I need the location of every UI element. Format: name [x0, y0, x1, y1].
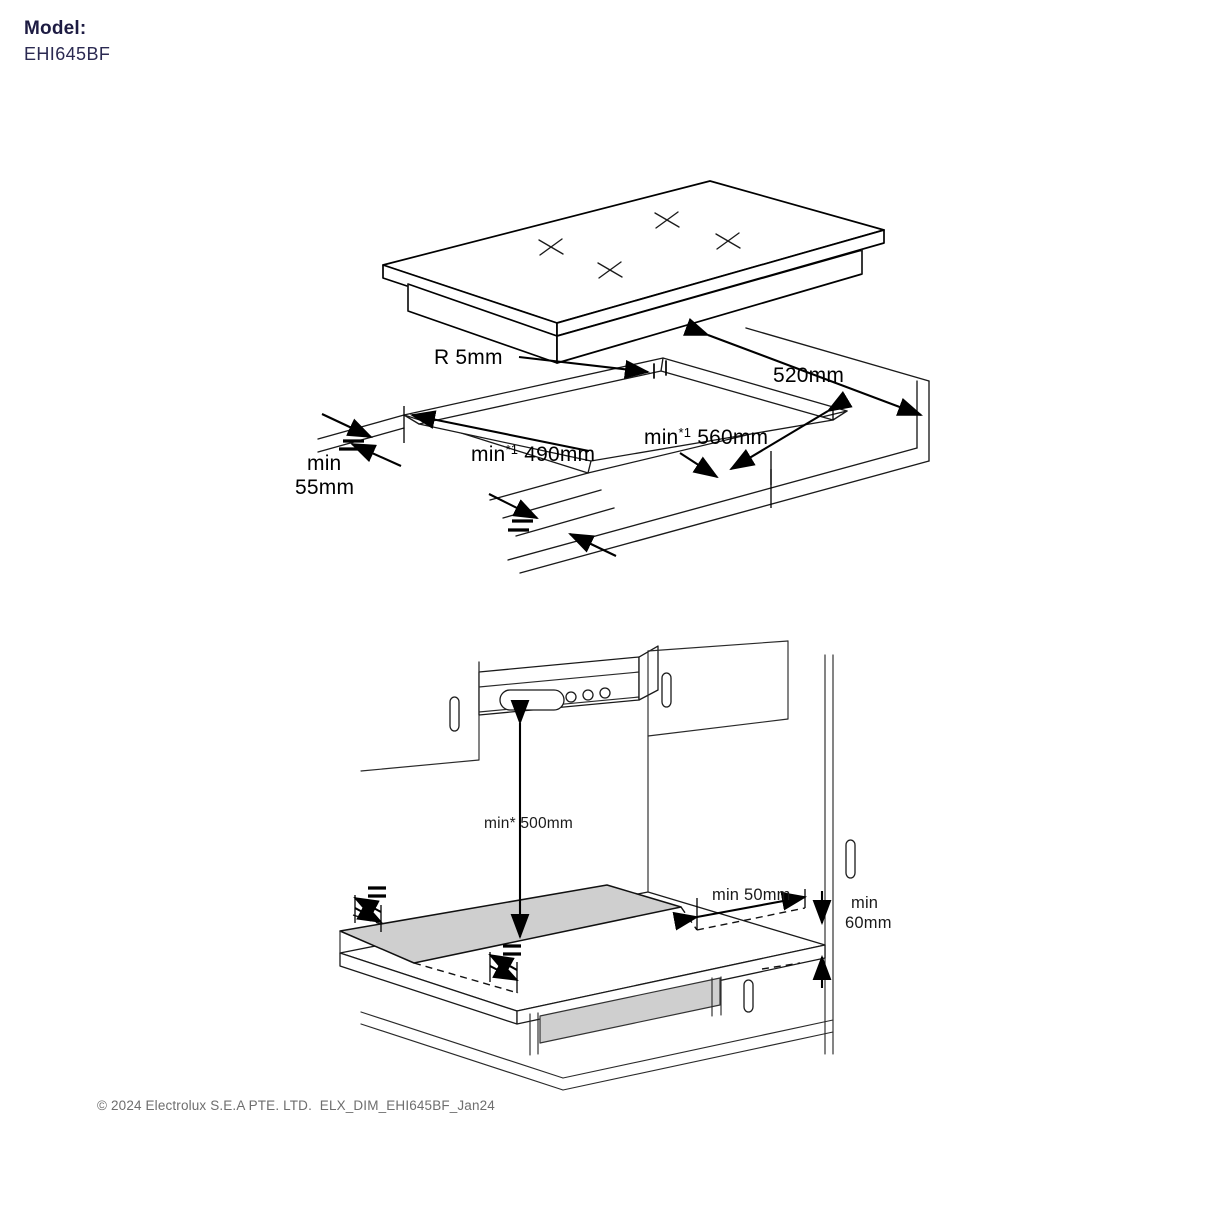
hood-button-icon-3: [599, 687, 611, 699]
copyright-footer: © 2024 Electrolux S.E.A PTE. LTD. ELX_DI…: [97, 1098, 495, 1113]
burner-marker-4: [715, 232, 741, 250]
hob-right-edge-band: [556, 229, 885, 337]
bottom-dimension-annotations: min* 500mm min 50mm min 60mm: [353, 699, 892, 993]
worktop-trim-line-a: [360, 1011, 564, 1079]
label-side-clearance: min 50mm: [712, 886, 791, 904]
worktop-trim-line-c: [562, 1019, 834, 1079]
worktop-fold-line-c: [515, 507, 615, 537]
worktop-fold-line-b: [502, 489, 602, 519]
cutout-wall-top: [660, 357, 664, 372]
right-cabinet-bottom-edge: [647, 718, 789, 737]
right-cabinet-top-edge: [647, 640, 789, 652]
model-header-block: Model: EHI645BF: [24, 16, 110, 66]
label-cutout-depth: min*1 490mm: [471, 442, 595, 467]
cooker-hood: [478, 645, 659, 716]
hood-front-top-line: [478, 671, 640, 688]
worktop-fold-line-a: [489, 472, 589, 501]
hood-button-icon-1: [565, 691, 577, 703]
cutout-dashed-line-under: [761, 962, 801, 970]
hood-button-icon-2: [582, 689, 594, 701]
side-clearance-dimension-line: [672, 891, 808, 931]
worktop-plane-edge-lower2: [519, 460, 930, 574]
label-min-below-line1: min: [307, 452, 341, 475]
burner-marker-3: [654, 211, 680, 229]
equality-tick-marks-left: [339, 439, 364, 451]
cutout-depth-dimension-line: [409, 410, 590, 453]
hood-control-slot-icon: [499, 689, 565, 711]
cutout-width-dimension-line: [729, 391, 853, 471]
cutout-dashed-line-left: [413, 962, 519, 994]
min-below-arrow-lower: [350, 443, 402, 467]
left-cabinet-handle-icon: [449, 696, 460, 732]
tall-cabinet-handle-icon: [845, 839, 856, 879]
equality-tick-marks-hob-mid: [503, 944, 521, 956]
label-cutout-width: min*1 560mm: [644, 425, 768, 450]
burner-marker-1: [538, 238, 564, 256]
label-below-clearance-line2: 60mm: [845, 914, 892, 932]
worktop-trim-line-b: [360, 1023, 564, 1091]
hob-left-clearance-arrow2: [354, 902, 383, 923]
label-hood-clearance: min* 500mm: [484, 815, 573, 832]
depth-dimension-line: [683, 318, 923, 416]
min-below-arrow-lower3: [568, 533, 617, 557]
cutout-wall-bottom: [587, 460, 592, 474]
left-upper-cabinet: [360, 661, 480, 772]
label-below-clearance-line1: min: [851, 894, 878, 912]
left-cabinet-bottom-edge: [360, 759, 480, 772]
label-radius: R 5mm: [434, 346, 503, 369]
under-worktop-shadow-band: [539, 977, 721, 1044]
min-below-arrow-lower2: [488, 493, 539, 519]
radius-leader-line: [518, 355, 651, 379]
hob-appliance-isometric: [382, 180, 885, 364]
worktop-assembly: [339, 884, 834, 1091]
burner-marker-2: [597, 261, 623, 279]
hob-mid-clearance-arrow2: [489, 960, 519, 981]
page-title: Model:: [24, 18, 87, 39]
cutout-depth-dimension-line-2: [679, 452, 719, 479]
min-below-arrow-upper: [321, 413, 373, 438]
top-dimension-annotations: R 5mm 520mm min*1 560mm min*1 490mm: [295, 318, 923, 557]
right-cabinet-handle-icon: [661, 672, 672, 708]
worktop-trim-line-d: [562, 1031, 834, 1091]
under-cabinet-handle-icon: [743, 979, 754, 1013]
label-min-below-line2: 55mm: [295, 476, 354, 499]
right-upper-cabinet: [647, 640, 789, 737]
equality-tick-marks-lower: [508, 519, 533, 532]
model-code: EHI645BF: [24, 43, 111, 64]
label-depth-overall: 520mm: [773, 364, 844, 387]
installation-scene: [339, 640, 856, 1091]
burner-marker-group: [538, 211, 741, 279]
equality-tick-marks-hob-left: [368, 886, 386, 898]
